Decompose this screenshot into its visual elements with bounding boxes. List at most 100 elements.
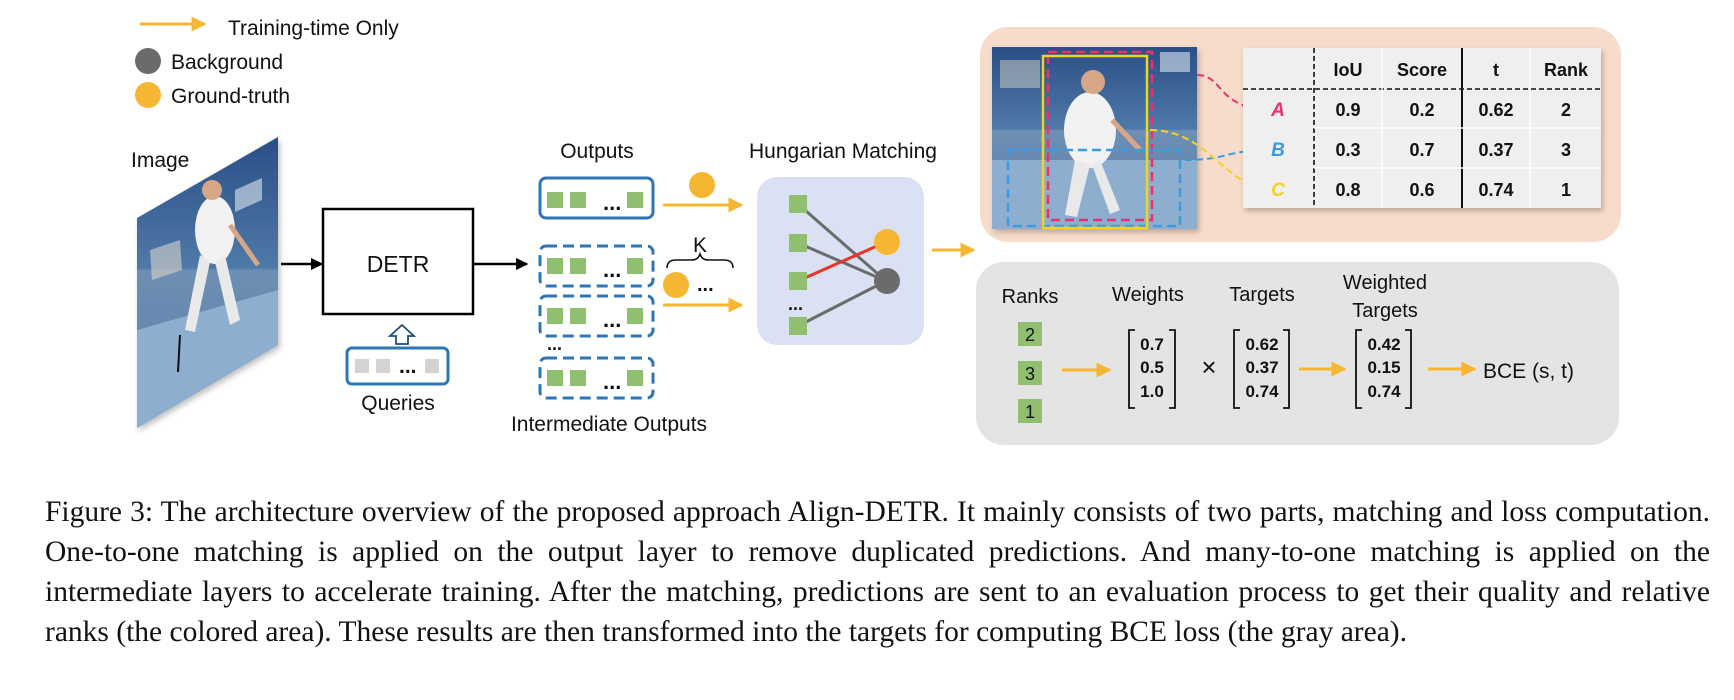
rank-cell: 1	[1561, 180, 1571, 200]
k-brace	[666, 251, 734, 269]
weighted-target-value: 0.74	[1367, 382, 1401, 401]
box-id-label: B	[1271, 140, 1285, 161]
outputs-label: Outputs	[560, 140, 634, 163]
box-id-label: A	[1270, 100, 1285, 121]
pred-node	[789, 234, 807, 252]
output-token	[570, 370, 586, 386]
metrics-table-lines	[1243, 48, 1601, 208]
final-output-box	[538, 176, 655, 220]
target-value: 0.62	[1245, 335, 1278, 354]
output-token	[547, 258, 563, 274]
output-token	[627, 258, 643, 274]
table-header: Rank	[1544, 60, 1589, 80]
times-symbol: ×	[1201, 352, 1216, 382]
query-token	[355, 359, 369, 373]
box-b	[1006, 148, 1182, 228]
caption-text: Figure 3: The architecture overview of t…	[45, 496, 1710, 648]
table-header: t	[1493, 60, 1499, 80]
eval-photo	[992, 47, 1197, 230]
weighted-values: 0.42 0.15 0.74	[1367, 335, 1401, 401]
queries-ellipsis: ...	[399, 355, 417, 378]
background-node	[874, 268, 900, 294]
iou-cell: 0.8	[1335, 180, 1360, 200]
output-token	[627, 308, 643, 324]
bce-label: BCE (s, t)	[1483, 360, 1574, 383]
groundtruth-dot-icon	[689, 172, 715, 198]
iou-cell: 0.9	[1335, 100, 1360, 120]
rank-value: 3	[1025, 364, 1035, 384]
box-c	[1041, 54, 1149, 230]
output-ellipsis: ...	[603, 307, 621, 332]
t-cell: 0.74	[1478, 180, 1513, 200]
pred-node	[789, 195, 807, 213]
targets-values: 0.62 0.37 0.74	[1245, 335, 1279, 401]
weighted-vector	[1355, 329, 1412, 409]
output-token	[570, 258, 586, 274]
rank-cell: 2	[1561, 100, 1571, 120]
targets-title: Targets	[1229, 284, 1295, 306]
k-ellipsis: ...	[697, 274, 714, 296]
figure-caption: Figure 3: The architecture overview of t…	[45, 492, 1710, 652]
output-token	[547, 308, 563, 324]
nodes-ellipsis: ...	[788, 294, 803, 314]
t-cell: 0.62	[1478, 100, 1513, 120]
image-label: Image	[131, 149, 189, 172]
score-cell: 0.6	[1409, 180, 1434, 200]
up-arrow-icon	[387, 323, 417, 345]
bipartite-graph: ...	[788, 195, 900, 335]
intermediate-output-box	[538, 356, 655, 400]
score-cell: 0.7	[1409, 140, 1434, 160]
outputs-boxes: ... ... ... ... ...	[538, 176, 655, 400]
weights-title: Weights	[1112, 284, 1184, 306]
query-token	[425, 359, 439, 373]
output-token	[570, 192, 586, 208]
output-ellipsis: ...	[603, 190, 621, 215]
hungarian-label: Hungarian Matching	[749, 140, 937, 163]
legend-background-label: Background	[171, 51, 283, 74]
ranks-title: Ranks	[1002, 286, 1059, 308]
weight-value: 1.0	[1140, 382, 1164, 401]
table-header: IoU	[1334, 60, 1363, 80]
connector-b	[1184, 149, 1276, 161]
output-token	[570, 308, 586, 324]
rows-ellipsis: ...	[547, 334, 562, 354]
score-cell: 0.2	[1409, 100, 1434, 120]
output-token	[547, 370, 563, 386]
weighted-target-value: 0.15	[1367, 358, 1400, 377]
intermediate-output-box	[538, 244, 655, 288]
target-value: 0.37	[1245, 358, 1278, 377]
k-label: K	[693, 234, 707, 257]
weight-value: 0.5	[1140, 358, 1164, 377]
legend-groundtruth-label: Ground-truth	[171, 85, 290, 108]
target-value: 0.74	[1245, 382, 1279, 401]
pred-node	[789, 317, 807, 335]
legend-training-label: Training-time Only	[228, 17, 399, 40]
groundtruth-node	[874, 229, 900, 255]
legend: Training-time Only Background Ground-tru…	[135, 16, 399, 108]
query-token	[376, 359, 390, 373]
weighted-title-1: Weighted	[1343, 272, 1427, 294]
architecture-diagram: Training-time Only Background Ground-tru…	[131, 16, 1621, 445]
intermediate-outputs-label: Intermediate Outputs	[511, 413, 707, 436]
output-token	[627, 192, 643, 208]
weight-value: 0.7	[1140, 335, 1164, 354]
weights-vector	[1128, 329, 1176, 409]
pred-node	[789, 272, 807, 290]
groundtruth-dot-icon	[135, 82, 161, 108]
detr-label: DETR	[367, 251, 430, 277]
output-token	[627, 370, 643, 386]
rank-badge	[1018, 361, 1042, 385]
ranks-column: 231	[1018, 322, 1042, 423]
targets-vector	[1233, 329, 1290, 409]
t-cell: 0.37	[1478, 140, 1513, 160]
rank-badge	[1018, 399, 1042, 423]
rank-value: 2	[1025, 325, 1035, 345]
weighted-title-2: Targets	[1352, 300, 1418, 322]
output-ellipsis: ...	[603, 257, 621, 282]
output-token	[547, 192, 563, 208]
rank-badge	[1018, 322, 1042, 346]
queries-box	[345, 346, 450, 386]
iou-cell: 0.3	[1335, 140, 1360, 160]
weighted-target-value: 0.42	[1367, 335, 1400, 354]
